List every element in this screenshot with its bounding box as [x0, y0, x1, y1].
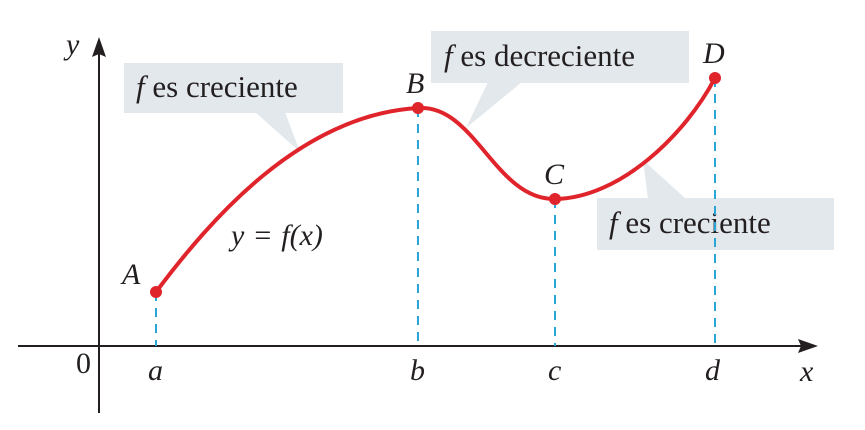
callout-pointer	[643, 160, 686, 199]
x-axis-arrow-icon	[798, 339, 818, 353]
tick-label-d: d	[705, 354, 721, 387]
callout-text: f es creciente	[609, 205, 771, 240]
point-D	[709, 72, 721, 84]
callout-text: f es decreciente	[444, 38, 635, 73]
axes: y x 0	[18, 28, 818, 413]
y-axis-arrow-icon	[92, 37, 106, 57]
callout-phrase: es creciente	[145, 69, 298, 104]
point-label-B: B	[406, 67, 424, 100]
equation-operator: =	[254, 219, 271, 252]
tick-labels: a b c d	[148, 354, 721, 387]
point-A	[150, 286, 162, 298]
point-label-C: C	[544, 158, 565, 191]
point-C	[549, 193, 561, 205]
curve-points	[150, 72, 721, 298]
point-labels: A B C D	[120, 37, 725, 291]
tick-label-a: a	[148, 354, 163, 387]
tick-label-c: c	[548, 354, 561, 387]
point-B	[412, 102, 424, 114]
equation-lhs: y	[228, 219, 245, 252]
point-label-A: A	[120, 258, 141, 291]
callout-box	[431, 31, 689, 83]
callout-increasing-left: f es creciente	[124, 63, 343, 152]
equation-rhs: f(x)	[281, 219, 323, 252]
x-axis-label: x	[799, 355, 814, 388]
callout-text: f es creciente	[136, 69, 298, 104]
point-label-D: D	[702, 37, 725, 70]
callout-box	[124, 63, 343, 113]
callout-pointer	[466, 82, 522, 128]
y-axis-label: y	[63, 28, 80, 61]
tick-label-b: b	[410, 354, 425, 387]
callout-phrase: es decreciente	[453, 38, 635, 73]
curve-equation-label: y = f(x)	[228, 219, 323, 252]
callout-pointer	[255, 112, 300, 152]
function-curve	[154, 76, 717, 294]
callout-phrase: es creciente	[618, 205, 771, 240]
origin-label: 0	[76, 347, 91, 380]
callout-decreasing: f es decreciente	[431, 31, 689, 128]
dashed-guides	[155, 78, 716, 346]
